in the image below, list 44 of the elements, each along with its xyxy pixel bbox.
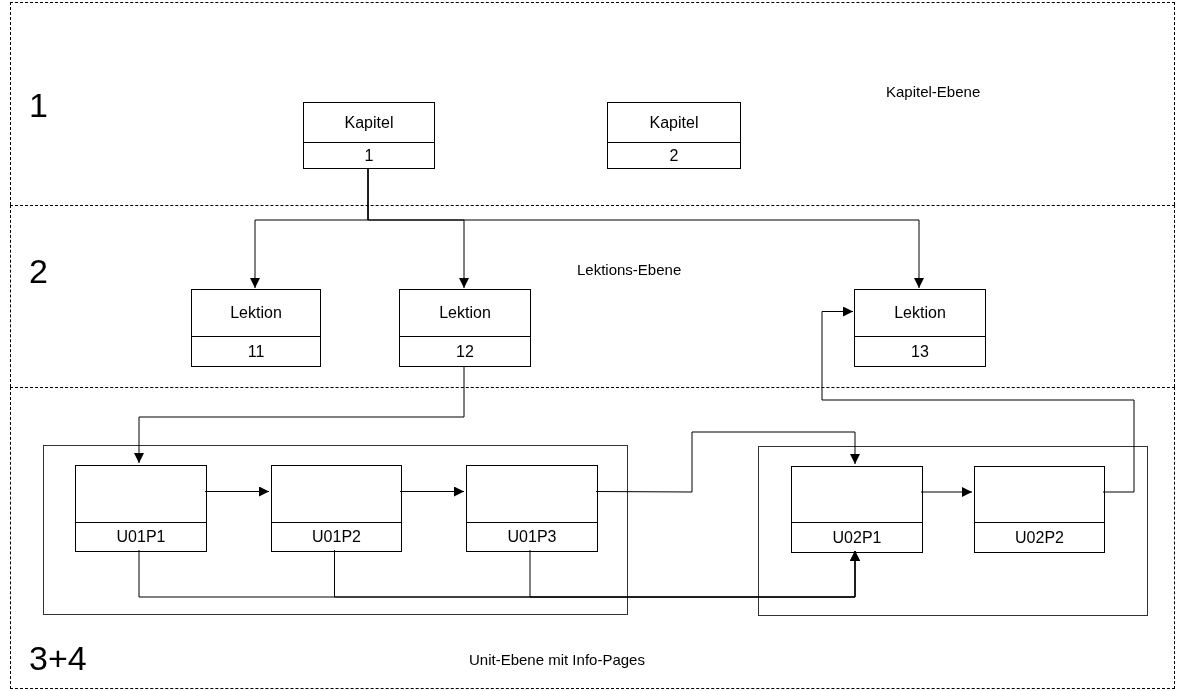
level-title: Kapitel-Ebene [886, 83, 981, 102]
level-title: Lektions-Ebene [577, 261, 682, 280]
record-id: U02P1 [832, 527, 882, 548]
connector-arrow [134, 365, 465, 464]
record-box [791, 466, 923, 553]
connector-arrow [399, 486, 465, 497]
record-title: Kapitel [344, 112, 394, 133]
record-title: Kapitel [649, 112, 699, 133]
record-box [466, 465, 598, 552]
connector-arrow [920, 487, 973, 497]
level-band [10, 205, 1175, 387]
record-box [303, 102, 435, 169]
level-number: 2 [29, 254, 48, 288]
record-box [974, 466, 1105, 553]
level-number: 1 [29, 88, 48, 122]
record-box [75, 465, 207, 552]
connector-arrow [595, 431, 860, 493]
connector-arrow [367, 167, 924, 289]
record-title: Lektion [439, 303, 491, 323]
record-box [271, 465, 402, 552]
group-box [758, 446, 1148, 616]
record-box [607, 102, 741, 169]
level-band [10, 387, 1175, 689]
record-id: 11 [247, 341, 265, 362]
record-id: U01P1 [116, 527, 166, 547]
record-id: 1 [364, 145, 374, 166]
connector-arrow [821, 306, 1135, 493]
record-id: U01P3 [507, 527, 557, 547]
level-band [10, 2, 1175, 205]
record-box [191, 289, 321, 367]
record-id: U02P2 [1015, 527, 1064, 548]
record-box [399, 289, 531, 367]
record-id: 12 [456, 341, 474, 362]
record-box [854, 289, 986, 367]
record-id: 2 [669, 145, 679, 166]
level-title: Unit-Ebene mit Info-Pages [469, 651, 645, 670]
record-title: Lektion [894, 303, 946, 323]
connector-arrow [529, 549, 860, 598]
record-id: U01P2 [312, 527, 361, 547]
record-id: 13 [911, 341, 929, 362]
connector-arrow [204, 486, 270, 497]
level-number: 3+4 [29, 641, 87, 675]
record-title: Lektion [230, 303, 282, 323]
group-box [43, 445, 628, 615]
